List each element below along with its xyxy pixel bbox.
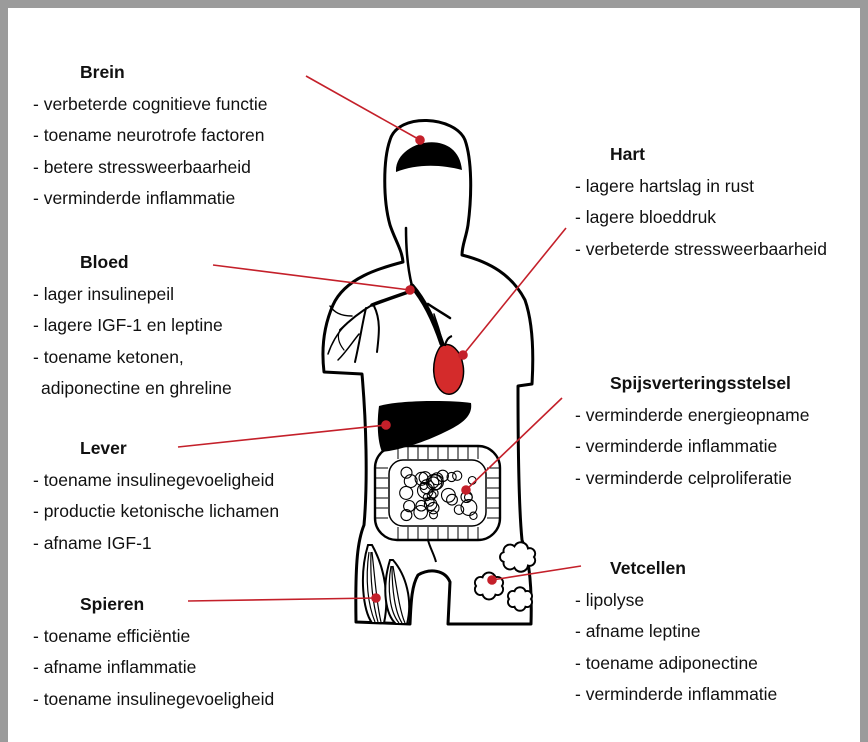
vetcellen-item: - lipolyse xyxy=(575,585,777,617)
hart-item: - lagere hartslag in rust xyxy=(575,171,827,203)
pointer-dot-spijsvertering xyxy=(462,486,470,494)
lever-item: - afname IGF-1 xyxy=(33,528,279,560)
brein-item: - verbeterde cognitieve functie xyxy=(33,89,267,121)
brein-item: - toename neurotrofe factoren xyxy=(33,120,267,152)
brein-item: - verminderde inflammatie xyxy=(33,183,267,215)
spieren-label-block: Spieren - toename efficiëntie - afname i… xyxy=(33,589,274,715)
bloed-item-continuation: adiponectine en ghreline xyxy=(33,373,232,405)
bloed-item: - toename ketonen, xyxy=(33,342,232,374)
spieren-item: - toename insulinegevoeligheid xyxy=(33,684,274,716)
body-outline xyxy=(323,120,533,624)
pointer-dot-brein xyxy=(416,136,424,144)
hart-label-block: Hart - lagere hartslag in rust - lagere … xyxy=(575,139,827,265)
spijsvertering-item: - verminderde celproliferatie xyxy=(575,463,809,495)
bloed-item: - lagere IGF-1 en leptine xyxy=(33,310,232,342)
pointer-dot-lever xyxy=(382,421,390,429)
bloed-item: - lager insulinepeil xyxy=(33,279,232,311)
spieren-item: - toename efficiëntie xyxy=(33,621,274,653)
lever-item: - productie ketonische lichamen xyxy=(33,496,279,528)
spijsvertering-item: - verminderde inflammatie xyxy=(575,431,809,463)
vetcellen-item: - afname leptine xyxy=(575,616,777,648)
vetcellen-item: - verminderde inflammatie xyxy=(575,679,777,711)
pointer-dot-spieren xyxy=(372,594,380,602)
bloed-label-block: Bloed - lager insulinepeil - lagere IGF-… xyxy=(33,247,232,405)
hart-item: - lagere bloeddruk xyxy=(575,202,827,234)
lever-label-block: Lever - toename insulinegevoeligheid - p… xyxy=(33,433,279,559)
brein-item: - betere stressweerbaarheid xyxy=(33,152,267,184)
vetcellen-title: Vetcellen xyxy=(575,553,777,585)
pointer-dot-hart xyxy=(459,351,467,359)
brein-label-block: Brein - verbeterde cognitieve functie - … xyxy=(33,57,267,215)
spijsvertering-label-block: Spijsverteringsstelsel - verminderde ene… xyxy=(575,368,809,494)
pointer-line-brein xyxy=(306,76,420,140)
lever-title: Lever xyxy=(33,433,279,465)
hart-title: Hart xyxy=(575,139,827,171)
hart-item: - verbeterde stressweerbaarheid xyxy=(575,234,827,266)
fat-cell xyxy=(508,587,532,611)
spieren-item: - afname inflammatie xyxy=(33,652,274,684)
pointer-dot-vetcellen xyxy=(488,576,496,584)
lever-item: - toename insulinegevoeligheid xyxy=(33,465,279,497)
spijsvertering-title: Spijsverteringsstelsel xyxy=(575,368,809,400)
vetcellen-item: - toename adiponectine xyxy=(575,648,777,680)
pointer-dot-bloed xyxy=(406,286,414,294)
spijsvertering-item: - verminderde energieopname xyxy=(575,400,809,432)
bloed-title: Bloed xyxy=(33,247,232,279)
brein-title: Brein xyxy=(33,57,267,89)
spieren-title: Spieren xyxy=(33,589,274,621)
vetcellen-label-block: Vetcellen - lipolyse - afname leptine - … xyxy=(575,553,777,711)
